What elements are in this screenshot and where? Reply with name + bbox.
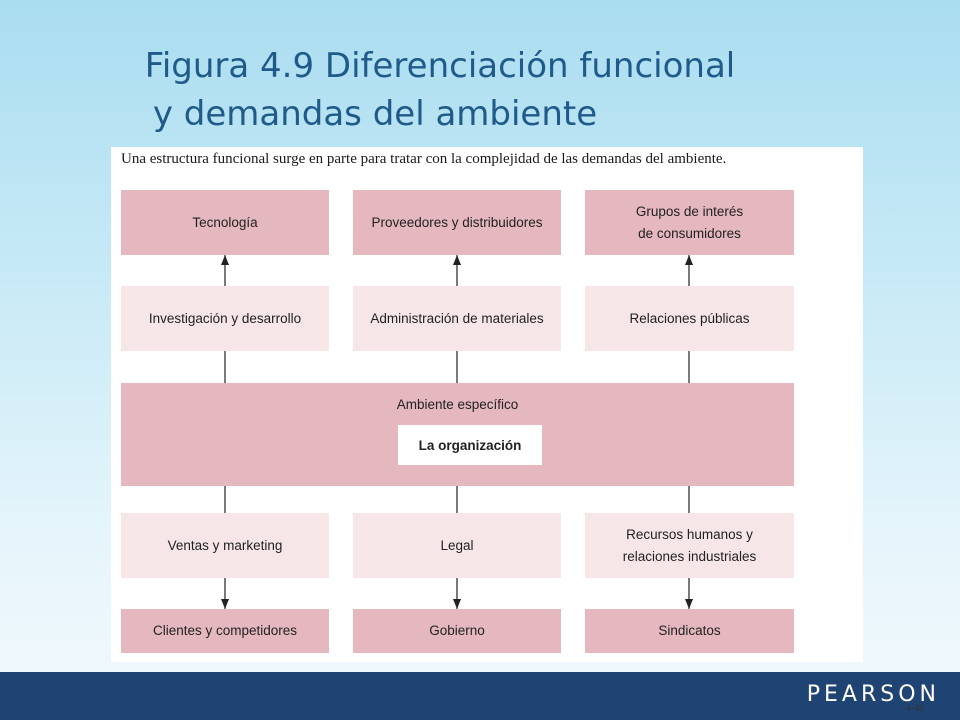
- box-grupos-interes: Grupos de interés de consumidores: [585, 190, 794, 255]
- arrowhead-down-3: [685, 599, 693, 609]
- arrowhead-up-1: [221, 255, 229, 265]
- box-relaciones-publicas: Relaciones públicas: [585, 286, 794, 351]
- box-clientes: Clientes y competidores: [121, 609, 329, 653]
- arrowhead-down-1: [221, 599, 229, 609]
- box-administracion: Administración de materiales: [353, 286, 561, 351]
- title-line-1: Figura 4.9 Diferenciación funcional: [144, 46, 736, 86]
- diagram-figure: Una estructura funcional surge en parte …: [111, 147, 863, 662]
- title-line-2: y demandas del ambiente: [152, 94, 598, 134]
- box-legal: Legal: [353, 513, 561, 578]
- box-proveedores: Proveedores y distribuidores: [353, 190, 561, 255]
- figure-caption: Una estructura funcional surge en parte …: [121, 151, 727, 167]
- box-ventas: Ventas y marketing: [121, 513, 329, 578]
- ambiente-especifico: Ambiente específico La organización: [121, 383, 794, 486]
- box-sindicatos: Sindicatos: [585, 609, 794, 653]
- connector-lines: [221, 255, 693, 609]
- arrowhead-up-3: [685, 255, 693, 265]
- organizacion-box: La organización: [398, 425, 542, 465]
- box-recursos-humanos: Recursos humanos y relaciones industrial…: [585, 513, 794, 578]
- arrowhead-down-2: [453, 599, 461, 609]
- footer-bar: PEARSON: [0, 672, 960, 720]
- slide-title: Figura 4.9 Diferenciación funcional y de…: [0, 42, 880, 138]
- box-gobierno: Gobierno: [353, 609, 561, 653]
- page-number: 4-45: [906, 703, 925, 713]
- arrowhead-up-2: [453, 255, 461, 265]
- pearson-logo: PEARSON: [806, 682, 940, 707]
- box-tecnologia: Tecnología: [121, 190, 329, 255]
- box-investigacion: Investigación y desarrollo: [121, 286, 329, 351]
- ambiente-label: Ambiente específico: [396, 397, 519, 412]
